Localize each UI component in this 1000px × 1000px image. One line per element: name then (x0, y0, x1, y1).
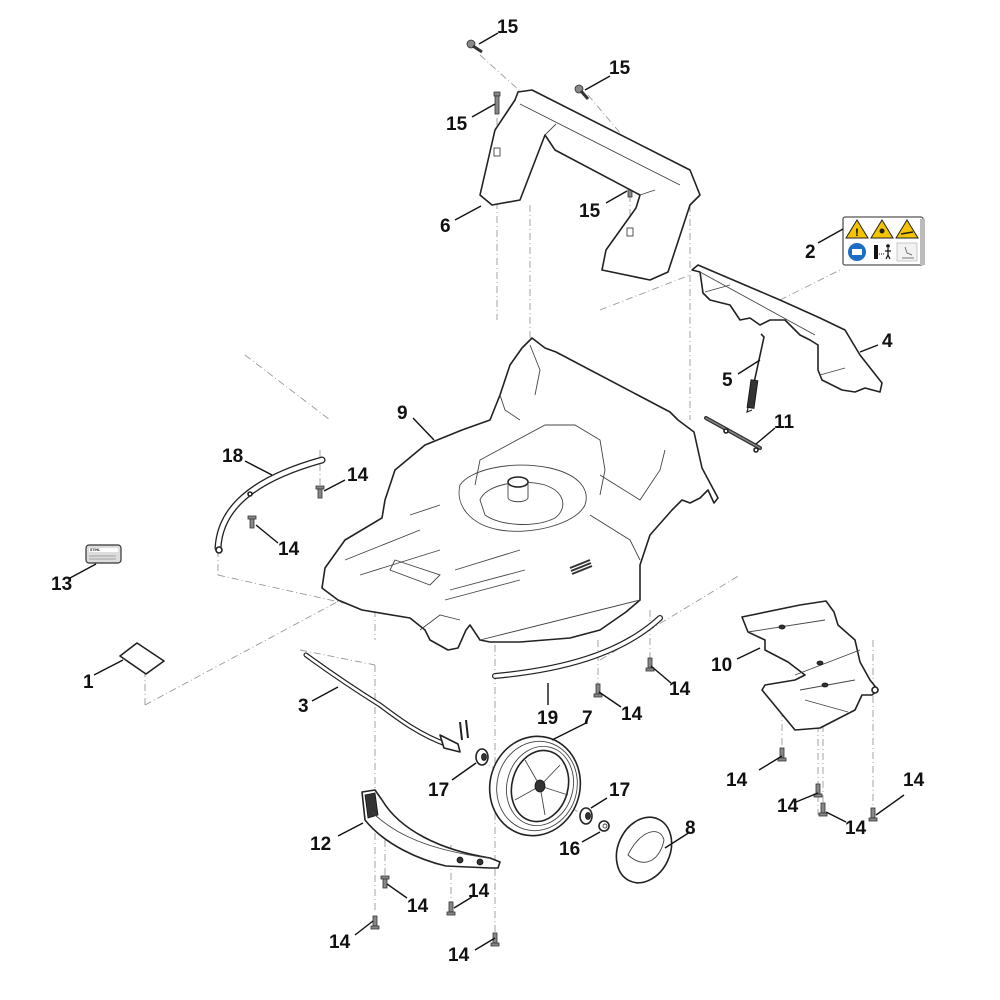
wheel-part-7[interactable] (479, 726, 592, 846)
callout-14[interactable]: 14 (329, 932, 351, 953)
thrown-object-warning-icon (870, 219, 894, 239)
axle-part-3[interactable] (303, 652, 469, 753)
screw-14-h[interactable] (868, 807, 878, 822)
screw-14-c[interactable] (645, 657, 655, 672)
callout-15[interactable]: 15 (446, 114, 468, 135)
screw-15-left[interactable] (493, 91, 501, 115)
callout-17[interactable]: 17 (609, 780, 630, 801)
hub-cap-part-8[interactable] (606, 808, 682, 892)
screw-14-j[interactable] (446, 901, 456, 916)
callout-10[interactable]: 10 (711, 655, 732, 676)
callout-14[interactable]: 14 (278, 539, 300, 560)
screw-15-top[interactable] (466, 39, 483, 54)
screw-14-d[interactable] (593, 683, 603, 698)
callout-11[interactable]: 11 (774, 412, 795, 433)
callout-13[interactable]: 13 (51, 574, 72, 595)
leader-lines (69, 32, 905, 951)
front-trim-strip-part-18[interactable] (214, 456, 326, 554)
callout-14[interactable]: 14 (407, 896, 429, 917)
callout-14[interactable]: 14 (448, 945, 470, 966)
warning-icon: ! (845, 219, 869, 239)
callout-15[interactable]: 15 (609, 58, 631, 79)
callout-14[interactable]: 14 (669, 679, 691, 700)
side-trim-strip-part-19[interactable] (492, 615, 663, 679)
axle-cover-part-12[interactable] (361, 789, 501, 869)
callout-14[interactable]: 14 (903, 770, 925, 791)
callout-4[interactable]: 4 (882, 331, 893, 352)
callout-12[interactable]: 12 (310, 834, 331, 855)
callout-17[interactable]: 17 (428, 780, 449, 801)
callout-14[interactable]: 14 (726, 770, 748, 791)
callout-19[interactable]: 19 (537, 708, 558, 729)
rear-flap-part-4[interactable] (691, 264, 883, 393)
callout-2[interactable]: 2 (805, 242, 816, 263)
keep-distance-icon (874, 244, 891, 260)
screw-14-g[interactable] (818, 802, 828, 817)
callout-16[interactable]: 16 (559, 839, 580, 860)
blade-hazard-icon (895, 219, 919, 239)
name-plate-part-13[interactable]: STIHL (85, 544, 122, 564)
warning-label-part-2[interactable]: ! (842, 216, 925, 266)
screw-14-e[interactable] (777, 747, 787, 762)
vent-grille (569, 559, 593, 575)
svg-text:!: ! (855, 227, 859, 239)
screw-15-right[interactable] (574, 84, 590, 100)
shaft-boss (507, 476, 529, 503)
callout-5[interactable]: 5 (722, 370, 733, 391)
callout-labels: 15 15 15 15 6 2 4 5 11 9 18 14 14 13 1 1… (51, 17, 925, 966)
callout-15[interactable]: 15 (497, 17, 519, 38)
callout-14[interactable]: 14 (347, 465, 369, 486)
mower-deck-part-9[interactable] (321, 337, 719, 651)
bushing-part-17-right[interactable] (579, 807, 593, 825)
screw-14-a[interactable] (315, 485, 325, 499)
label-part-1[interactable] (119, 642, 165, 675)
callout-14[interactable]: 14 (777, 796, 799, 817)
callout-6[interactable]: 6 (440, 216, 451, 237)
spring-part-5[interactable] (746, 333, 765, 413)
mulch-plate-part-10[interactable] (741, 600, 879, 731)
screw-14-f[interactable] (813, 783, 823, 798)
screw-14-i[interactable] (380, 875, 390, 889)
callout-14[interactable]: 14 (845, 818, 867, 839)
callout-8[interactable]: 8 (685, 818, 696, 839)
callout-15[interactable]: 15 (579, 201, 601, 222)
bushing-part-17-left[interactable] (475, 748, 489, 766)
callout-14[interactable]: 14 (468, 881, 490, 902)
nut-part-16[interactable] (598, 820, 610, 832)
screw-14-b[interactable] (247, 515, 257, 529)
callout-7[interactable]: 7 (582, 708, 593, 729)
callout-1[interactable]: 1 (83, 672, 94, 693)
callout-3[interactable]: 3 (298, 696, 309, 717)
read-manual-icon (848, 243, 866, 261)
callout-18[interactable]: 18 (222, 446, 243, 467)
callout-9[interactable]: 9 (397, 403, 408, 424)
operator-icon (896, 242, 918, 262)
brand-text: STIHL (90, 548, 101, 552)
handle-bracket-part-6[interactable] (479, 89, 701, 281)
hinge-rod-part-11[interactable] (704, 416, 762, 453)
callout-14[interactable]: 14 (621, 704, 643, 725)
